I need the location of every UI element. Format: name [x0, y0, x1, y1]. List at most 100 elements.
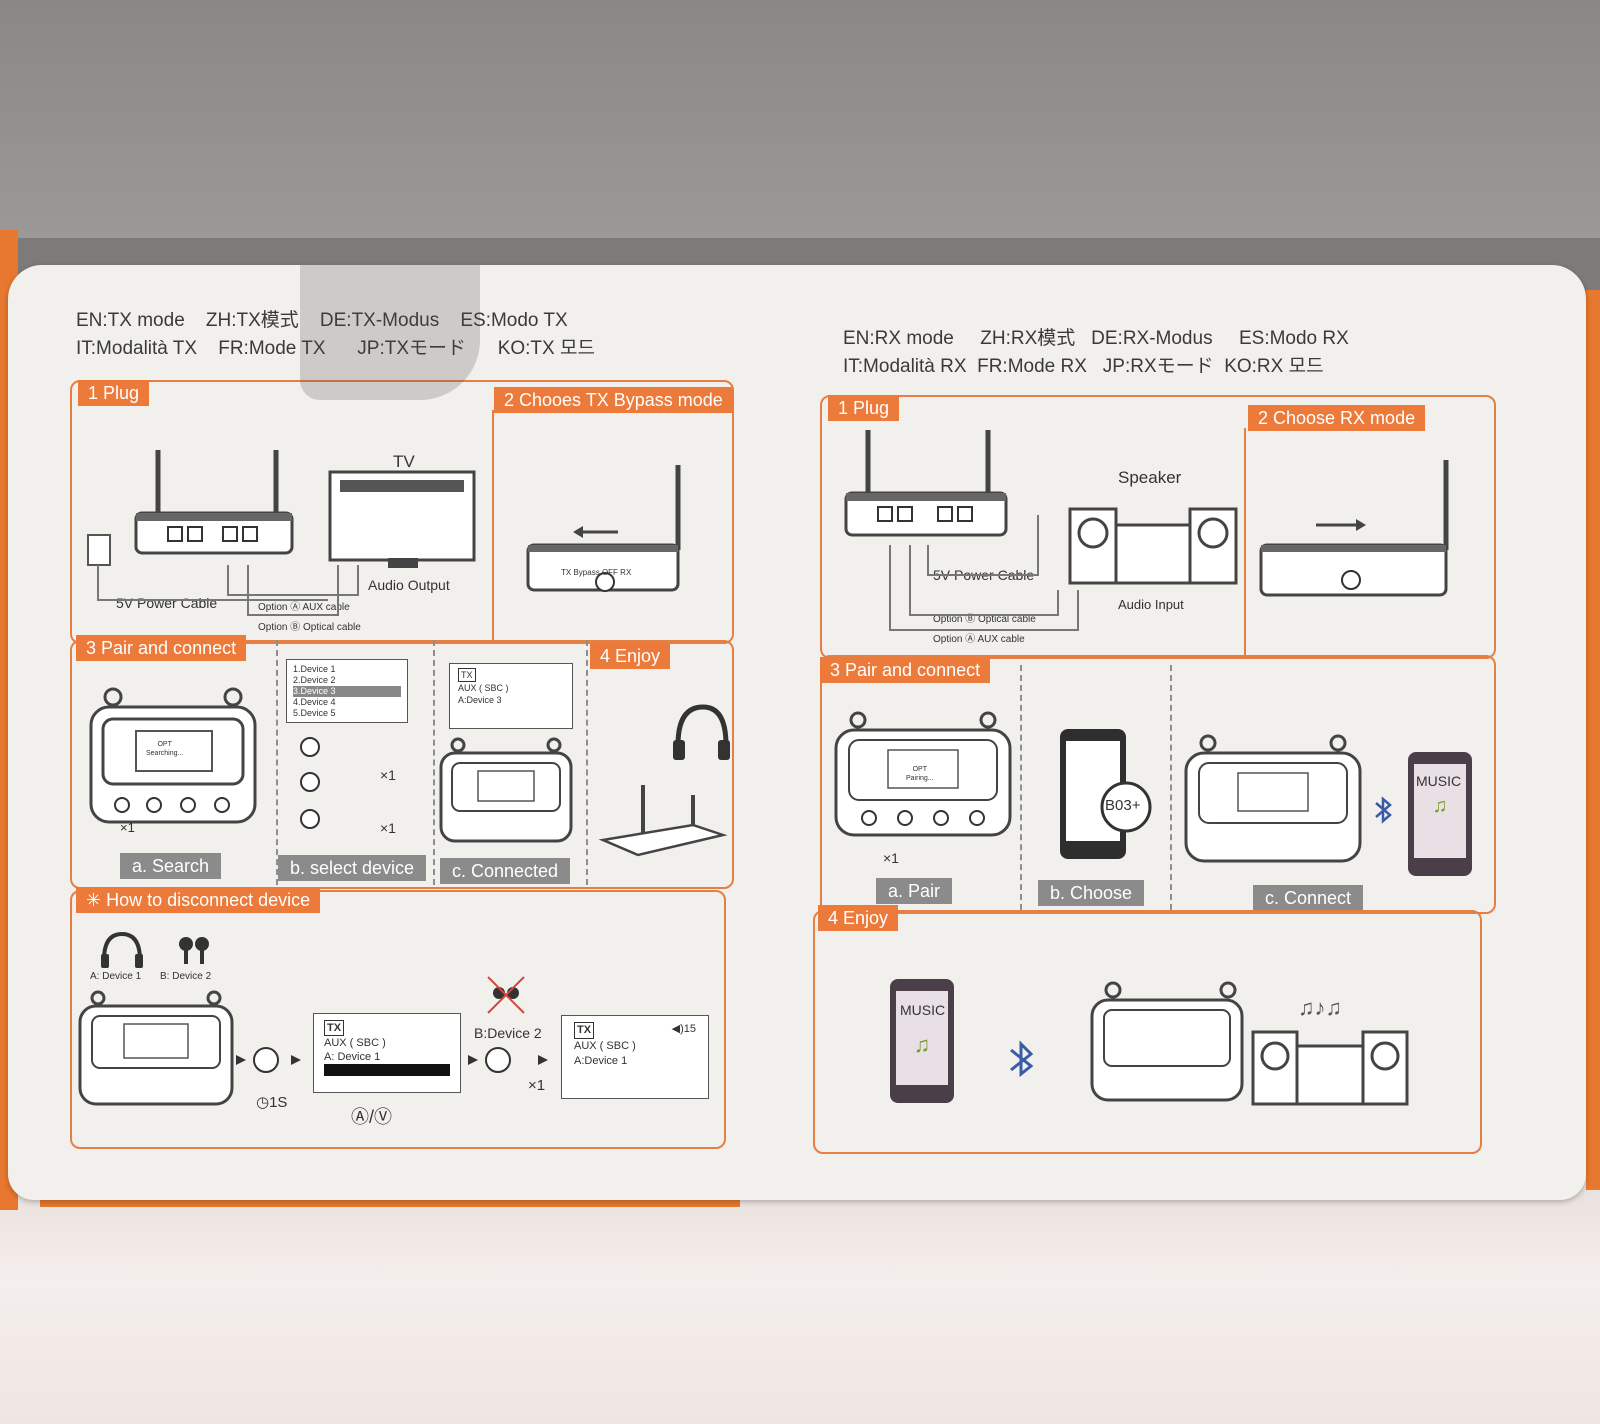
tx-searching-screen: OPT Searching...: [146, 740, 183, 758]
tx-de: DE:TX-Modus: [319, 310, 440, 331]
svg-text:♫: ♫: [914, 1032, 931, 1057]
switch-tx-label: TX: [561, 568, 572, 577]
fur-surface: [0, 1180, 1600, 1424]
tv-icon: [328, 470, 476, 568]
caption-choose: b. Choose: [1038, 880, 1145, 906]
tx-plug-tab: 1 Plug: [78, 380, 150, 406]
rx-enjoy-speaker-device-icon: ♫♪♫: [1090, 981, 1409, 1106]
disc2-codec: AUX ( SBC ): [574, 1040, 636, 1052]
rx-pair-times: ×1: [883, 850, 899, 866]
disconnect-section: [70, 890, 726, 1149]
tx-search-device-icon: [89, 687, 257, 824]
screen-searching: Searching...: [146, 750, 184, 757]
connected-device: A:Device 3: [458, 695, 502, 705]
rx-mode-device-icon: [1259, 460, 1449, 597]
caption-connect: c. Connect: [1253, 885, 1364, 911]
disconnect-arrow-buttons: Ⓐ/Ⓥ: [351, 1107, 393, 1127]
disc2-device: A:Device 1: [574, 1055, 628, 1067]
tx-header-line2: IT:Modalità TX FR:Mode TX JP:TXモード KO:TX…: [76, 335, 595, 363]
connected-codec: AUX ( SBC ): [458, 683, 509, 693]
rx-zh: ZH:RX模式: [980, 328, 1076, 349]
rx-connect-device-icon: [1184, 734, 1362, 863]
rx-plug-section: [820, 395, 1496, 659]
tx-enjoy-headphones-icon: [598, 704, 730, 857]
disconnect-search-button-icon: [236, 1047, 301, 1073]
rx-receiver-back-icon: [844, 430, 1008, 537]
rx-ko: KO:RX 모드: [1224, 356, 1324, 377]
tx-pair-divider-2: [433, 640, 435, 885]
tx-plug-section: [70, 380, 734, 644]
rx-it: IT:Modalità RX: [843, 356, 967, 377]
tx-pair-section: [70, 640, 734, 889]
rx-audio-input-label: Audio Input: [1118, 597, 1184, 612]
rx-mode-tab: 2 Choose RX mode: [1248, 405, 1426, 431]
device-list-item: 5.Device 5: [293, 708, 336, 718]
rx-es: ES:Modo RX: [1238, 328, 1349, 349]
rx-enjoy-bluetooth-icon: [1010, 1040, 1034, 1078]
tx-it: IT:Modalità TX: [76, 338, 198, 359]
tx-search-times: ×1: [120, 820, 135, 835]
rx-cables-drawing: [889, 515, 1079, 631]
tx-jp: JP:TXモード: [357, 338, 466, 359]
rx-pair-section: [820, 655, 1496, 914]
rx-pair-divider-1: [1020, 665, 1022, 910]
tx-pair-tab: 3 Pair and connect: [76, 635, 247, 661]
rx-fr: FR:Mode RX: [977, 356, 1087, 377]
rx-enjoy-music-label: MUSIC: [900, 1002, 946, 1018]
screen-opt: OPT: [912, 766, 927, 773]
disc1-tx: TX: [324, 1020, 345, 1036]
tx-connected-device-icon: [439, 737, 573, 843]
rx-header-line2: IT:Modalità RX FR:Mode RX JP:RXモード KO:RX…: [843, 353, 1324, 381]
tx-select-times-2: ×1: [380, 820, 396, 836]
rx-music-phone-icon: ♫: [1408, 752, 1472, 876]
device-list-item: 2.Device 2: [293, 675, 336, 685]
svg-text:♫♪♫: ♫♪♫: [1298, 995, 1342, 1020]
disc1-codec: AUX ( SBC ): [324, 1037, 386, 1049]
device-list-item: 1.Device 1: [293, 664, 336, 674]
disconnect-hold: ◷1S: [256, 1094, 288, 1111]
caption-pair: a. Pair: [876, 878, 953, 904]
rx-option-aux-label: Option Ⓐ AUX cable: [933, 634, 1025, 645]
caption-connected: c. Connected: [440, 858, 571, 884]
device-list-item: 4.Device 4: [293, 697, 336, 707]
disconnect-ok-button-icon: [468, 1047, 548, 1073]
rx-pair-tab: 3 Pair and connect: [820, 657, 991, 683]
bluetooth-icon: [1375, 796, 1392, 824]
caption-search: a. Search: [120, 853, 222, 879]
rx-phone-icon: [1060, 729, 1152, 859]
rx-en: EN:RX mode: [843, 328, 954, 349]
rx-enjoy-section: [813, 910, 1482, 1154]
rx-jp: JP:RXモード: [1102, 356, 1214, 377]
tx-option-aux-label: Option Ⓐ AUX cable: [258, 602, 350, 613]
rx-pairing-screen: OPT Pairing...: [906, 765, 934, 783]
rx-pair-divider-2: [1170, 665, 1172, 910]
device-list-item-selected: 3.Device 3: [293, 686, 401, 697]
screen-pairing: Pairing...: [906, 775, 934, 782]
rx-pair-device-icon: [834, 711, 1012, 837]
caption-select-device: b. select device: [278, 855, 427, 881]
switch-bypass-label: Bypass: [573, 568, 600, 577]
switch-rx-label: RX: [620, 568, 632, 577]
rx-plug-tab: 1 Plug: [828, 395, 900, 421]
disconnect-device-icon: [78, 990, 234, 1106]
disconnect-times: ×1: [528, 1077, 546, 1094]
tx-cables-drawing: [87, 534, 359, 616]
tx-connected-screen: TX AUX ( SBC ) A:Device 3: [449, 663, 573, 729]
tx-fr: FR:Mode TX: [218, 338, 326, 359]
switch-off-label: OFF: [601, 568, 618, 577]
tx-select-times-1: ×1: [380, 767, 396, 783]
disconnect-device-b: B: Device 2: [160, 971, 212, 982]
tx-zh: ZH:TX模式: [205, 310, 299, 331]
svg-text:♫: ♫: [1433, 795, 1448, 817]
tx-bypass-device-icon: [526, 465, 681, 592]
rx-divider: [1244, 428, 1246, 655]
disconnect-device-a: A: Device 1: [90, 971, 142, 982]
disc1-selected-row: [324, 1064, 450, 1076]
rx-enjoy-tab: 4 Enjoy: [818, 905, 899, 931]
tv-label: TV: [393, 452, 415, 471]
device-list-screen: 1.Device 1 2.Device 2 3.Device 3 4.Devic…: [286, 659, 408, 723]
tx-option-optical-label: Option Ⓑ Optical cable: [258, 622, 361, 633]
rx-option-optical-label: Option Ⓑ Optical cable: [933, 614, 1036, 625]
disconnect-screen-2: TX ◀)15 AUX ( SBC ) A:Device 1: [561, 1015, 709, 1099]
disconnect-earbud-crossed-icon: [487, 976, 525, 1014]
